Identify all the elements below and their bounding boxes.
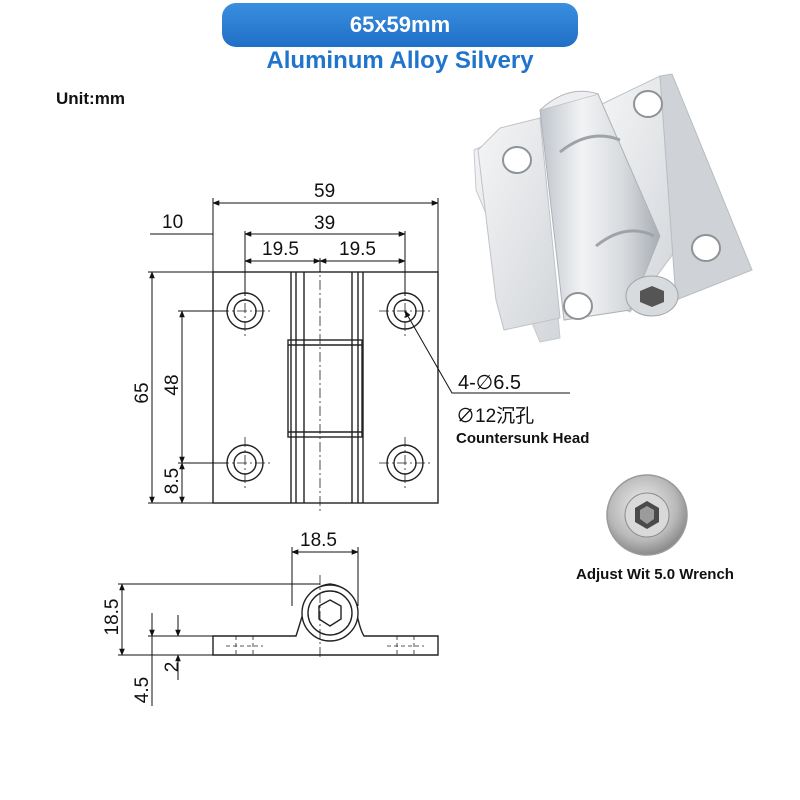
dim-knuckle-width: 18.5 bbox=[300, 530, 337, 551]
top-dimensions bbox=[150, 198, 439, 296]
title-banner: 65x59mm bbox=[222, 3, 578, 47]
dim-half-left: 19.5 bbox=[262, 239, 299, 260]
dim-leaf-offset: 4.5 bbox=[132, 677, 153, 703]
countersink-callout: ∅12沉孔 bbox=[456, 405, 534, 427]
hole-callout: 4-∅6.5 bbox=[458, 372, 521, 394]
subtitle: Aluminum Alloy Silvery bbox=[266, 47, 534, 74]
side-view bbox=[212, 575, 439, 660]
front-view bbox=[212, 262, 439, 513]
hole-leader bbox=[404, 310, 570, 394]
side-dimensions bbox=[118, 547, 359, 706]
hinge-product-render bbox=[473, 73, 753, 343]
dim-overall-width: 59 bbox=[314, 181, 335, 202]
dim-leaf-thickness: 2 bbox=[162, 662, 183, 673]
dim-offset: 10 bbox=[162, 212, 183, 233]
dim-side-height: 18.5 bbox=[102, 599, 123, 636]
dim-overall-height: 65 bbox=[132, 382, 153, 403]
dim-hole-spacing-width: 39 bbox=[314, 213, 335, 234]
left-dimensions bbox=[148, 271, 227, 504]
adjust-socket-detail bbox=[606, 474, 688, 556]
dim-half-right: 19.5 bbox=[339, 239, 376, 260]
title-text: 65x59mm bbox=[349, 12, 451, 37]
mounting-holes bbox=[226, 292, 424, 482]
front-outline bbox=[212, 271, 439, 504]
adjust-caption: Adjust Wit 5.0 Wrench bbox=[576, 566, 734, 583]
knuckle-section bbox=[287, 339, 363, 438]
dim-hole-spacing-height: 48 bbox=[162, 374, 183, 395]
countersink-label: Countersunk Head bbox=[456, 430, 589, 447]
dim-edge-offset: 8.5 bbox=[162, 468, 183, 494]
unit-label: Unit:mm bbox=[56, 89, 125, 108]
